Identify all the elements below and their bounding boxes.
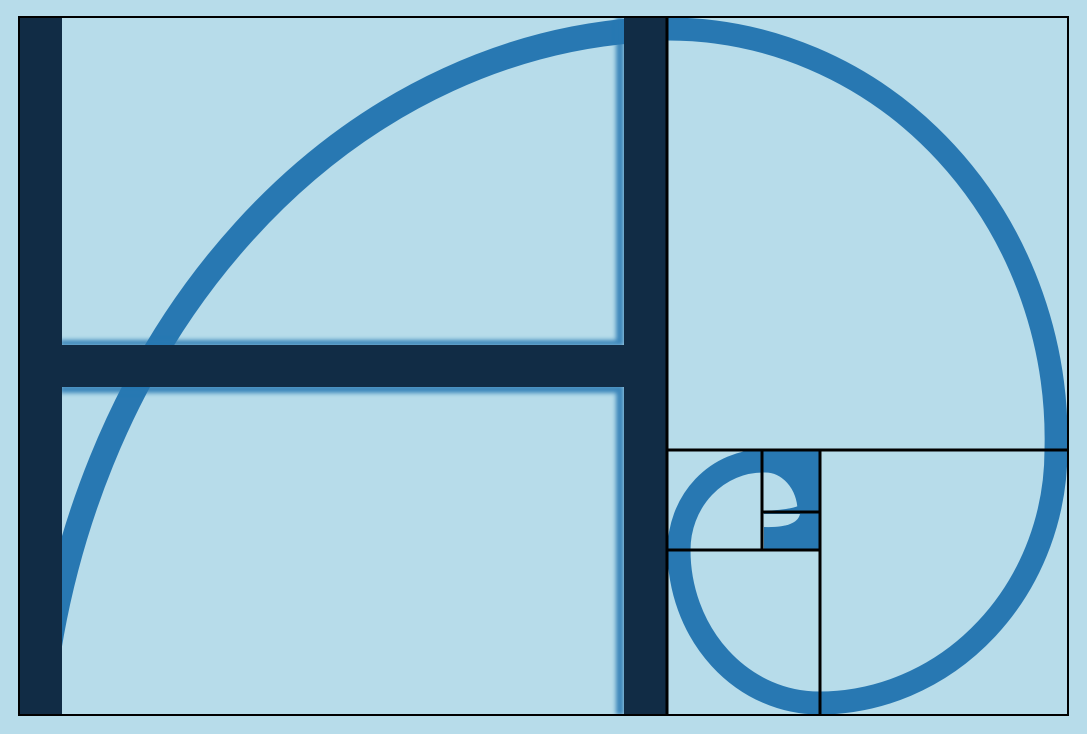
golden-spiral-main-arc — [27, 17, 669, 715]
letter-h-crossbar — [62, 345, 624, 387]
letter-h-left-stem — [19, 17, 62, 715]
letter-h-shadow — [60, 17, 624, 715]
spiral-inner-lobe — [764, 451, 820, 510]
golden-grid — [665, 17, 1068, 715]
spiral-inner-hole — [764, 514, 800, 528]
frame-border — [18, 16, 1069, 716]
letter-h — [19, 17, 668, 715]
letter-h-right-stem — [624, 17, 668, 715]
